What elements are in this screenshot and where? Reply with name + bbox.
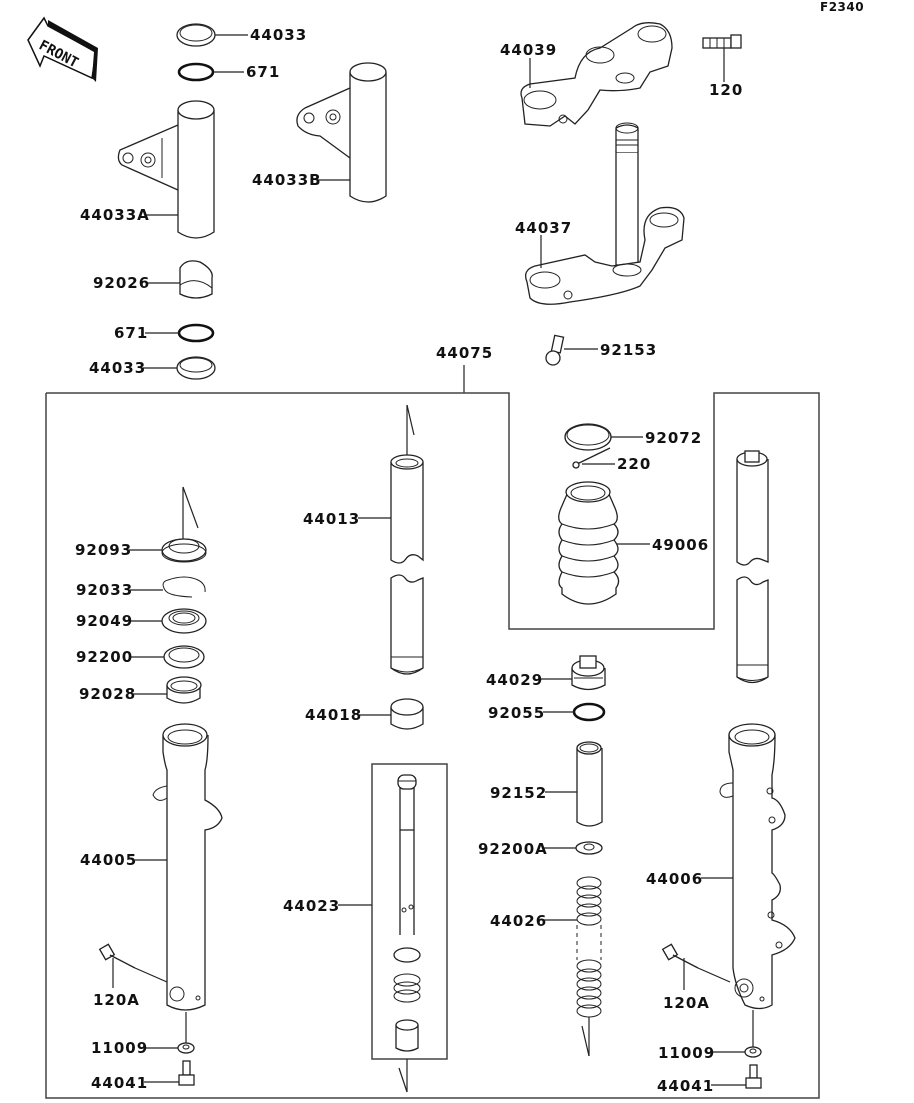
svg-text:92026: 92026: [93, 274, 150, 292]
part-44033A[interactable]: 44033A: [80, 100, 215, 239]
part-49006[interactable]: 49006: [558, 481, 709, 605]
part-92200[interactable]: 92200: [76, 645, 205, 669]
svg-text:120A: 120A: [663, 994, 710, 1012]
svg-text:44039: 44039: [500, 41, 557, 59]
svg-text:220: 220: [617, 455, 651, 473]
svg-text:92093: 92093: [75, 541, 132, 559]
part-inner-tube-right[interactable]: [736, 450, 769, 684]
part-44033B[interactable]: 44033B: [252, 62, 387, 203]
svg-text:49006: 49006: [652, 536, 709, 554]
front-arrow-icon: FRONT: [27, 16, 98, 82]
svg-text:44033B: 44033B: [252, 171, 322, 189]
part-92153[interactable]: 92153: [545, 334, 657, 366]
svg-text:44013: 44013: [303, 510, 360, 528]
part-120[interactable]: 120: [702, 34, 743, 99]
part-44005[interactable]: 44005: [80, 723, 223, 1011]
assembly-box-44075: 44075: [45, 344, 820, 1099]
part-44041-left[interactable]: 44041: [91, 1060, 195, 1092]
svg-text:671: 671: [114, 324, 148, 342]
exploded-line-left: [182, 486, 199, 545]
part-44041-right[interactable]: 44041: [657, 1064, 762, 1095]
svg-text:671: 671: [246, 63, 280, 81]
part-44026[interactable]: 44026: [490, 876, 602, 1057]
part-92152[interactable]: 92152: [490, 741, 603, 827]
svg-text:120A: 120A: [93, 991, 140, 1009]
part-92072[interactable]: 92072: [564, 423, 702, 451]
part-92093[interactable]: 92093: [75, 538, 207, 563]
svg-text:44075: 44075: [436, 344, 493, 362]
part-44013[interactable]: 44013: [303, 404, 424, 675]
part-671-top[interactable]: 671: [177, 62, 280, 82]
part-120A-right[interactable]: 120A: [661, 943, 731, 1012]
svg-text:44033: 44033: [89, 359, 146, 377]
part-92026[interactable]: 92026: [93, 260, 213, 299]
part-44033-top[interactable]: 44033: [176, 23, 307, 47]
svg-text:92055: 92055: [488, 704, 545, 722]
part-92049[interactable]: 92049: [76, 608, 207, 634]
part-44037[interactable]: 44037: [515, 122, 685, 305]
part-44023[interactable]: 44023: [283, 763, 448, 1093]
part-92055[interactable]: 92055: [488, 702, 606, 722]
part-11009-left[interactable]: 11009: [91, 1012, 195, 1057]
svg-text:11009: 11009: [91, 1039, 148, 1057]
svg-text:92200A: 92200A: [478, 840, 548, 858]
svg-text:44037: 44037: [515, 219, 572, 237]
svg-text:92072: 92072: [645, 429, 702, 447]
part-220[interactable]: 220: [572, 447, 651, 473]
part-92200A[interactable]: 92200A: [478, 840, 603, 858]
svg-text:92153: 92153: [600, 341, 657, 359]
svg-text:92152: 92152: [490, 784, 547, 802]
part-44029[interactable]: 44029: [486, 655, 606, 691]
part-11009-right[interactable]: 11009: [658, 1010, 762, 1062]
part-92033[interactable]: 92033: [76, 576, 206, 599]
svg-text:11009: 11009: [658, 1044, 715, 1062]
svg-text:92033: 92033: [76, 581, 133, 599]
part-44018[interactable]: 44018: [305, 698, 424, 730]
part-44033-bottom[interactable]: 44033: [89, 356, 216, 380]
figure-code: F2340: [820, 0, 864, 14]
svg-text:44005: 44005: [80, 851, 137, 869]
svg-text:44033A: 44033A: [80, 206, 150, 224]
svg-text:92028: 92028: [79, 685, 136, 703]
svg-text:44006: 44006: [646, 870, 703, 888]
svg-text:44018: 44018: [305, 706, 362, 724]
svg-text:44023: 44023: [283, 897, 340, 915]
part-671-bottom[interactable]: 671: [114, 323, 215, 343]
svg-text:44041: 44041: [657, 1077, 714, 1095]
svg-text:92049: 92049: [76, 612, 133, 630]
svg-text:120: 120: [709, 81, 743, 99]
svg-text:44033: 44033: [250, 26, 307, 44]
part-120A-left[interactable]: 120A: [93, 943, 168, 1009]
part-44006[interactable]: 44006: [646, 723, 796, 1010]
part-44039[interactable]: 44039: [500, 22, 673, 127]
svg-text:92200: 92200: [76, 648, 133, 666]
svg-text:44026: 44026: [490, 912, 547, 930]
svg-text:44029: 44029: [486, 671, 543, 689]
part-92028[interactable]: 92028: [79, 676, 202, 704]
svg-text:44041: 44041: [91, 1074, 148, 1092]
